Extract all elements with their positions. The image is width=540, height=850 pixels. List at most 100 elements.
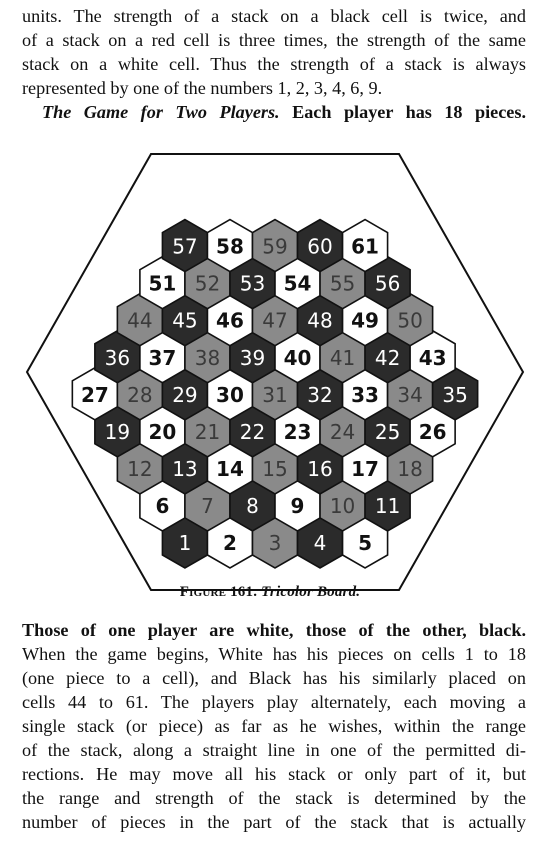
- board-cell-10: 10: [319, 478, 366, 532]
- section-heading-line: The Game for Two Players. Each player ha…: [22, 100, 526, 124]
- cell-number: 23: [284, 420, 312, 444]
- figure-label: Figure 161.: [179, 584, 258, 600]
- cell-number: 4: [314, 531, 327, 555]
- text-line: When the game begins, White has his piec…: [22, 644, 526, 664]
- cell-number: 1: [179, 531, 192, 555]
- text-line: single stack (or piece) as far as he wis…: [22, 716, 526, 736]
- board-cell-38: 38: [184, 329, 231, 384]
- board-cell-28: 28: [116, 366, 164, 421]
- board-cell-48: 48: [296, 292, 344, 347]
- board-cell-27: 27: [71, 366, 119, 421]
- cell-number: 34: [397, 383, 422, 407]
- text-line: represented by one of the numbers 1, 2, …: [22, 78, 383, 98]
- cell-number: 13: [172, 457, 197, 481]
- text-line: of a stack on a red cell is three times,…: [22, 30, 526, 50]
- cell-number: 41: [330, 346, 355, 370]
- figure-title: Tricolor Board.: [261, 584, 361, 600]
- text-line: rections. He may move all his stack or o…: [22, 764, 526, 784]
- cell-number: 27: [81, 383, 109, 407]
- cell-number: 6: [155, 494, 169, 518]
- cell-number: 18: [397, 457, 422, 481]
- board-cell-56: 56: [364, 255, 411, 310]
- board-cell-18: 18: [386, 440, 434, 495]
- cell-number: 16: [307, 457, 332, 481]
- board-frame: [25, 153, 525, 591]
- cell-number: 25: [375, 420, 400, 444]
- cell-hexagon: [341, 218, 389, 273]
- cell-number: 9: [291, 494, 305, 518]
- bottom-paragraph: Those of one player are white, those of …: [22, 618, 526, 834]
- cell-number: 32: [307, 383, 332, 407]
- cell-number: 61: [351, 235, 379, 259]
- cell-number: 38: [195, 346, 220, 370]
- cell-number: 52: [195, 272, 220, 296]
- board-cell-58: 58: [206, 218, 254, 273]
- figure-caption: Figure 161. Tricolor Board.: [0, 584, 540, 601]
- cell-number: 59: [262, 235, 287, 259]
- board-cell-14: 14: [206, 440, 254, 495]
- board-cell-40: 40: [274, 329, 321, 384]
- cell-number: 47: [262, 309, 287, 333]
- cell-number: 37: [148, 346, 176, 370]
- cell-number: 44: [127, 309, 152, 333]
- board-cell-53: 53: [229, 255, 276, 310]
- cell-number: 17: [351, 457, 379, 481]
- text-line: stack on a white cell. Thus the strength…: [22, 54, 526, 74]
- cell-number: 10: [330, 494, 355, 518]
- text-line: units. The strength of a stack on a blac…: [22, 6, 526, 26]
- cell-number: 46: [216, 309, 244, 333]
- cell-number: 36: [105, 346, 130, 370]
- cell-number: 50: [397, 309, 422, 333]
- board-cell-22: 22: [229, 403, 276, 458]
- section-title: The Game for Two Players.: [42, 102, 280, 122]
- board-cell-30: 30: [206, 366, 254, 421]
- cell-number: 58: [216, 235, 244, 259]
- cell-number: 14: [216, 457, 244, 481]
- cell-number: 53: [240, 272, 265, 296]
- section-text: Each player has 18 pieces.: [292, 102, 526, 122]
- text-line: the range and strength of the stack is d…: [22, 788, 526, 808]
- cell-number: 20: [148, 420, 176, 444]
- board-cell-2: 2: [206, 515, 254, 569]
- cell-number: 39: [240, 346, 265, 370]
- board-cell-16: 16: [296, 440, 344, 495]
- text-line: number of pieces in the part of the stac…: [22, 812, 526, 832]
- cell-number: 11: [375, 494, 400, 518]
- cell-number: 2: [223, 531, 237, 555]
- cell-number: 19: [105, 420, 130, 444]
- cell-number: 28: [127, 383, 152, 407]
- board-cell-49: 49: [341, 292, 389, 347]
- cell-number: 24: [330, 420, 355, 444]
- board-cell-3: 3: [251, 515, 299, 569]
- cell-number: 3: [269, 531, 282, 555]
- board-cell-44: 44: [116, 292, 164, 347]
- cell-number: 54: [284, 272, 312, 296]
- board-cell-36: 36: [94, 329, 141, 384]
- cell-number: 8: [246, 494, 259, 518]
- cell-number: 7: [201, 494, 214, 518]
- cell-number: 42: [375, 346, 400, 370]
- board-cell-60: 60: [296, 218, 344, 273]
- cell-number: 49: [351, 309, 379, 333]
- cell-number: 30: [216, 383, 244, 407]
- board-cell-61: 61: [341, 218, 389, 273]
- text-line: Those of one player are white, those of …: [22, 620, 526, 640]
- cell-number: 15: [262, 457, 287, 481]
- cell-number: 40: [284, 346, 312, 370]
- cell-number: 21: [195, 420, 220, 444]
- cell-number: 56: [375, 272, 400, 296]
- board-cell-32: 32: [296, 366, 344, 421]
- board-cell-23: 23: [274, 403, 321, 458]
- cell-number: 35: [442, 383, 467, 407]
- cell-number: 12: [127, 457, 152, 481]
- cell-number: 33: [351, 383, 379, 407]
- board-cell-1: 1: [161, 515, 209, 569]
- cell-number: 31: [262, 383, 287, 407]
- cell-number: 55: [330, 272, 355, 296]
- cell-number: 48: [307, 309, 332, 333]
- cell-number: 45: [172, 309, 197, 333]
- cell-number: 57: [172, 235, 197, 259]
- board-cell-9: 9: [274, 478, 321, 532]
